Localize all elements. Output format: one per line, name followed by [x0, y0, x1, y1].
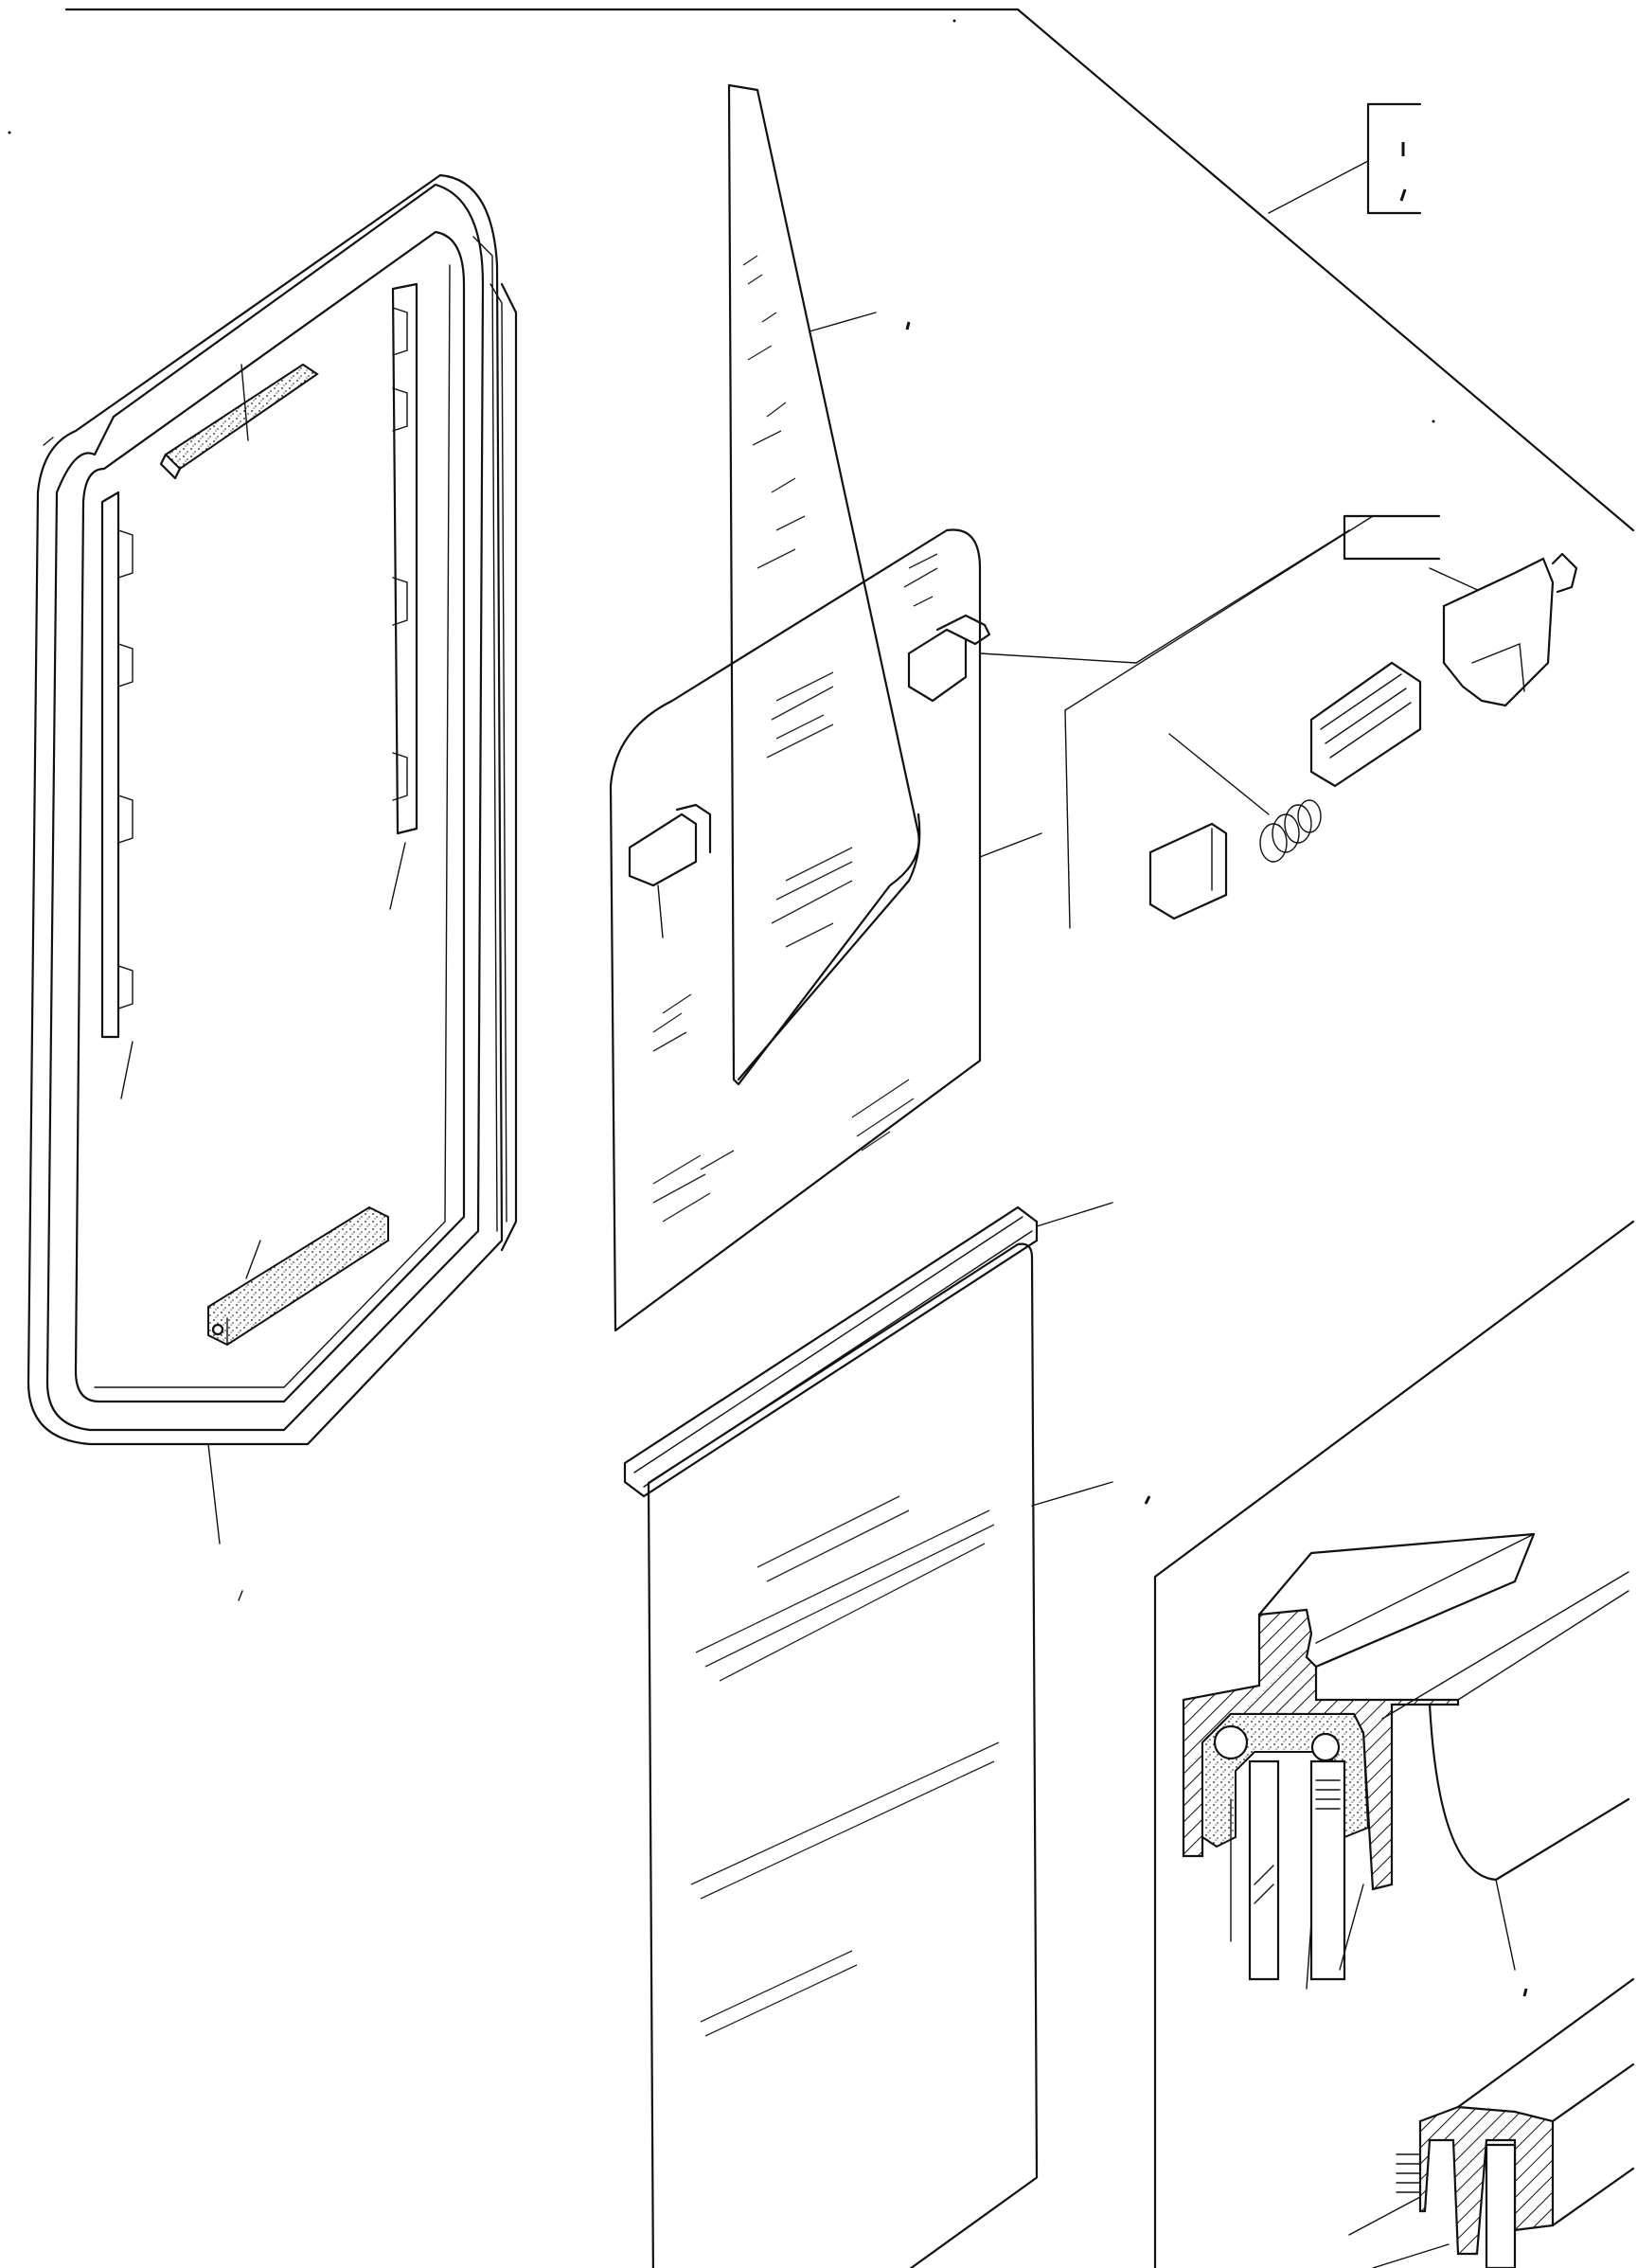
window-frame — [28, 175, 516, 1600]
outer-frame-lines — [66, 9, 1633, 530]
cross-section-detail — [1155, 1222, 1633, 2268]
sliding-glass-panel — [611, 530, 1136, 1331]
scan-specks — [8, 19, 1435, 423]
lower-glass-panel — [649, 1244, 1149, 2268]
triangular-glass-panel — [729, 85, 919, 1084]
latch-detail — [1065, 516, 1576, 928]
bottom-channel — [625, 1203, 1112, 1496]
